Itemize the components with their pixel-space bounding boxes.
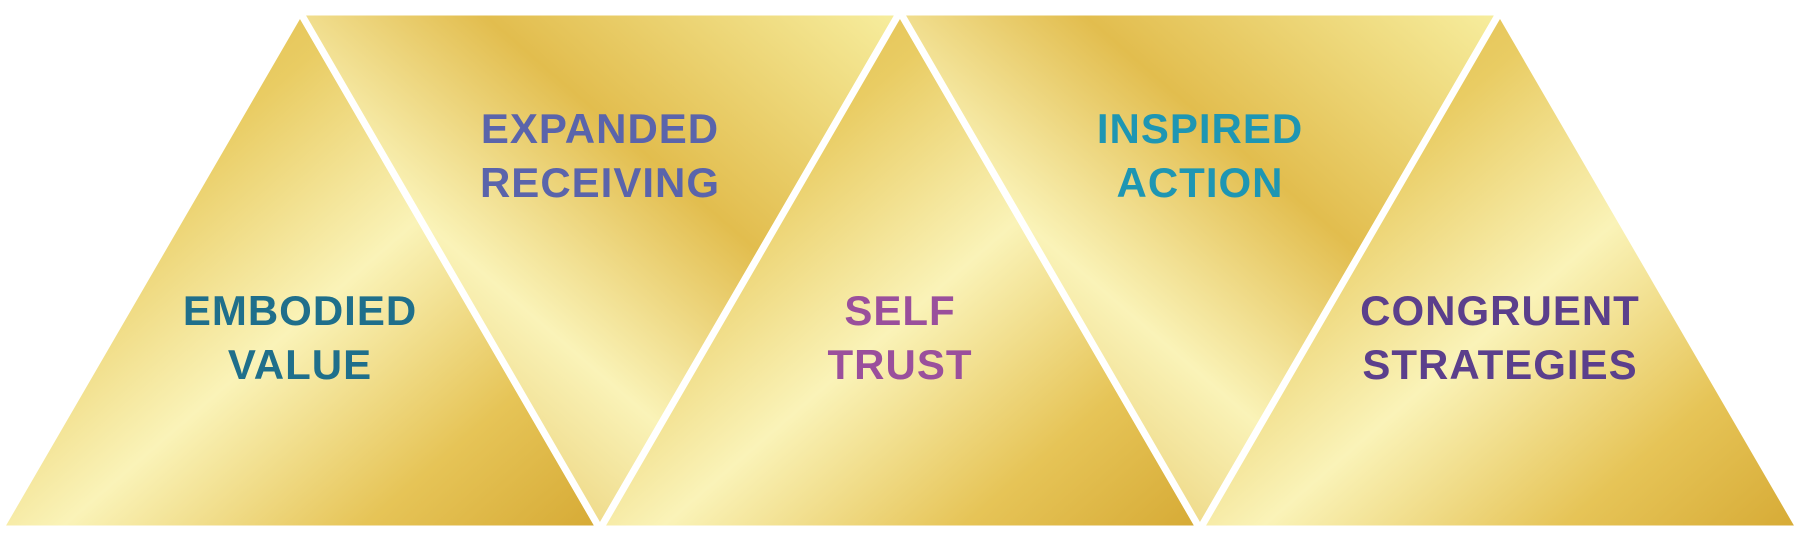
inspired-action-label-line2: ACTION	[1117, 159, 1284, 206]
triangle-congruent-strategies	[1193, 5, 1800, 533]
embodied-value-label-line1: EMBODIED	[183, 287, 417, 334]
embodied-value-label-line2: VALUE	[228, 341, 372, 388]
inspired-action-label-line1: INSPIRED	[1097, 105, 1303, 152]
self-trust-label-line1: SELF	[844, 287, 955, 334]
congruent-strategies-label-line1: CONGRUENT	[1360, 287, 1640, 334]
expanded-receiving-label-line2: RECEIVING	[480, 159, 720, 206]
congruent-strategies-label-line2: STRATEGIES	[1362, 341, 1637, 388]
expanded-receiving-label-line1: EXPANDED	[481, 105, 719, 152]
self-trust-label-line2: TRUST	[828, 341, 973, 388]
